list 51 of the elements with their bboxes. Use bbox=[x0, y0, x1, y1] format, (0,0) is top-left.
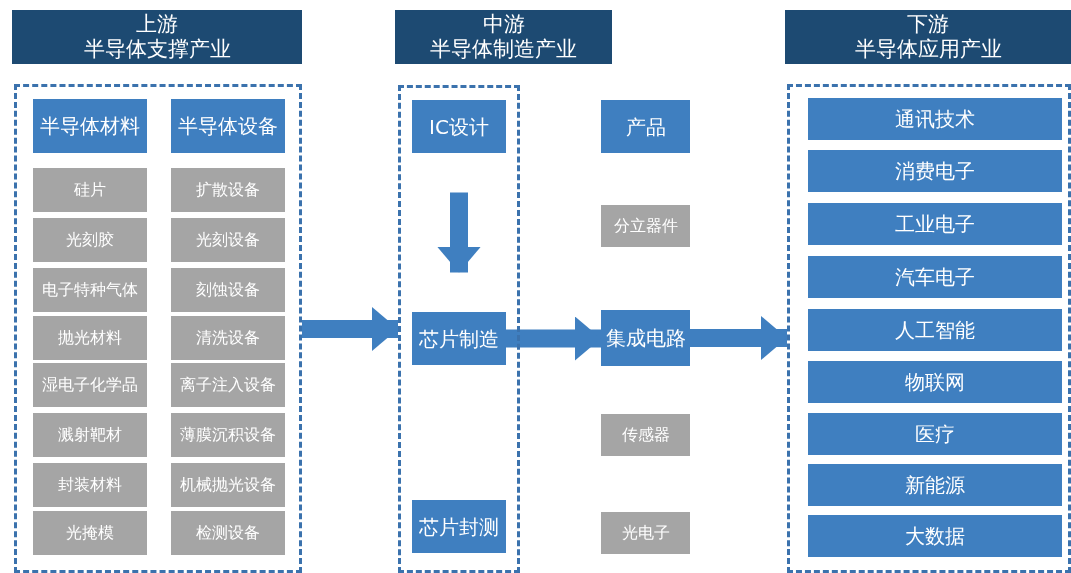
header-text: 半导体制造产业 bbox=[430, 37, 577, 63]
category-box: 新能源 bbox=[808, 464, 1062, 506]
header-banner bbox=[12, 10, 302, 64]
category-box: 物联网 bbox=[808, 361, 1062, 403]
item-box: 抛光材料 bbox=[33, 316, 147, 360]
category-box: 芯片制造 bbox=[412, 312, 506, 365]
header-banner bbox=[395, 10, 612, 64]
category-box: IC设计 bbox=[412, 100, 506, 153]
arrow bbox=[437, 192, 481, 273]
item-box: 溅射靶材 bbox=[33, 413, 147, 457]
item-box: 电子特种气体 bbox=[33, 268, 147, 312]
item-box: 传感器 bbox=[601, 414, 690, 456]
item-box: 检测设备 bbox=[171, 511, 285, 555]
category-box: 芯片封测 bbox=[412, 500, 506, 553]
item-box: 光电子 bbox=[601, 512, 690, 554]
item-box: 扩散设备 bbox=[171, 168, 285, 212]
category-box: 汽车电子 bbox=[808, 256, 1062, 298]
arrow bbox=[506, 316, 601, 361]
item-box: 机械抛光设备 bbox=[171, 463, 285, 507]
arrow bbox=[302, 307, 398, 351]
category-box: 消费电子 bbox=[808, 150, 1062, 192]
item-box: 硅片 bbox=[33, 168, 147, 212]
item-box: 光刻设备 bbox=[171, 218, 285, 262]
header-text: 半导体应用产业 bbox=[854, 37, 1002, 63]
header-text: 上游 bbox=[136, 11, 178, 37]
item-box: 刻蚀设备 bbox=[171, 268, 285, 312]
item-box: 薄膜沉积设备 bbox=[171, 413, 285, 457]
item-box: 湿电子化学品 bbox=[33, 363, 147, 407]
dashed-frame bbox=[14, 84, 302, 573]
item-box: 离子注入设备 bbox=[171, 363, 285, 407]
arrow bbox=[690, 316, 787, 360]
header-text: 下游 bbox=[907, 11, 949, 37]
category-box: 医疗 bbox=[808, 413, 1062, 455]
category-box: 产品 bbox=[601, 100, 690, 153]
category-box: 集成电路 bbox=[601, 310, 690, 366]
item-box: 封装材料 bbox=[33, 463, 147, 507]
category-box: 通讯技术 bbox=[808, 98, 1062, 140]
header-banner bbox=[785, 10, 1071, 64]
category-box: 人工智能 bbox=[808, 309, 1062, 351]
category-box: 半导体材料 bbox=[33, 99, 147, 153]
header-text: 半导体支撑产业 bbox=[83, 37, 231, 63]
dashed-frame bbox=[787, 84, 1071, 573]
category-box: 工业电子 bbox=[808, 203, 1062, 245]
item-box: 光掩模 bbox=[33, 511, 147, 555]
item-box: 清洗设备 bbox=[171, 316, 285, 360]
item-box: 分立器件 bbox=[601, 205, 690, 247]
category-box: 大数据 bbox=[808, 515, 1062, 557]
header-text: 中游 bbox=[482, 11, 525, 37]
item-box: 光刻胶 bbox=[33, 218, 147, 262]
dashed-frame bbox=[398, 85, 520, 573]
category-box: 半导体设备 bbox=[171, 99, 285, 153]
